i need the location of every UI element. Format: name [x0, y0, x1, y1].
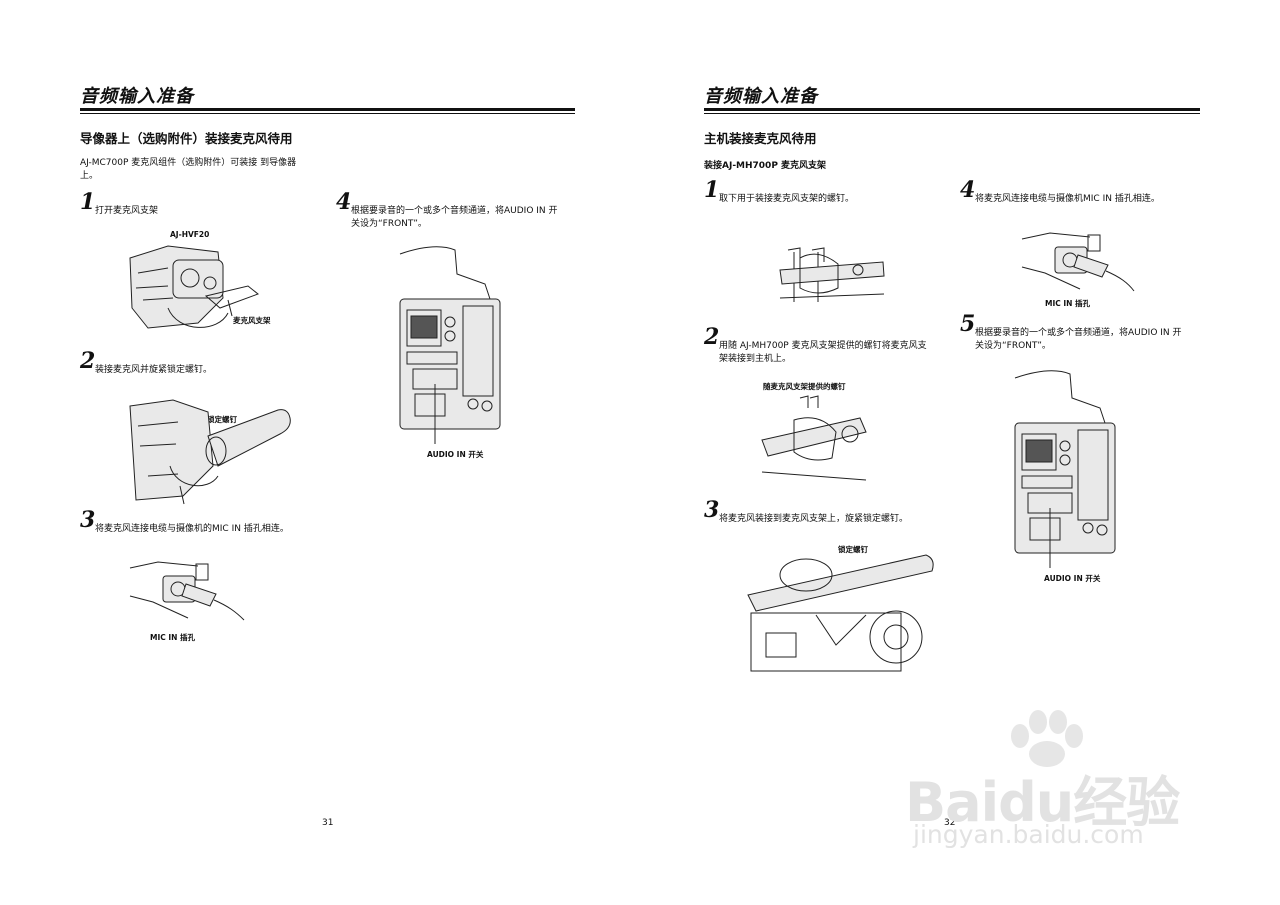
divider [704, 113, 1200, 114]
lock-screw-label: 锁定螺钉 [207, 415, 237, 424]
figure-attach-mic [129, 399, 291, 505]
step-1: 1 打开麦克风支架 [80, 191, 320, 225]
mic-holder-label: 麦克风支架 [233, 316, 271, 325]
figure-camera-side [1014, 370, 1116, 568]
step-number: 3 [704, 497, 720, 523]
step-text: 装接麦克风并旋紧锁定螺钉。 [95, 365, 213, 375]
mic-in-label: MIC IN 插孔 [1045, 299, 1091, 308]
figure-remove-screws [779, 247, 885, 302]
step-number: 4 [336, 189, 352, 215]
divider [80, 113, 575, 114]
figure-camera-side [399, 246, 501, 444]
left-page: 音频输入准备 导像器上（选购附件）装接麦克风待用 AJ-MC700P 麦克风组件… [80, 86, 581, 828]
step-text: 将麦克风装接到麦克风支架上，旋紧锁定螺钉。 [719, 514, 909, 524]
paw-icon [1011, 710, 1083, 767]
step-text: 用随 AJ-MH700P 麦克风支架提供的螺钉将麦克风支 架装接到主机上。 [719, 341, 927, 364]
page-number: 31 [322, 818, 334, 828]
step-text: 将麦克风连接电缆与摄像机MIC IN 插孔相连。 [975, 194, 1160, 204]
subheading: 导像器上（选购附件）装接麦克风待用 [80, 131, 293, 146]
right-page: 音频输入准备 主机装接麦克风待用 装接AJ-MH700P 麦克风支架 1 取下用… [640, 0, 1280, 905]
step-3: 3 将麦克风连接电缆与摄像机的MIC IN 插孔相连。 [80, 509, 340, 543]
subheading: 主机装接麦克风待用 [704, 131, 817, 146]
step-number: 2 [80, 348, 96, 374]
step-number: 1 [80, 189, 96, 215]
step-4: 4 根据要录音的一个或多个音频通道，将AUDIO IN 开 关设为“FRONT”… [336, 191, 581, 235]
step-2: 2 用随 AJ-MH700P 麦克风支架提供的螺钉将麦克风支 架装接到主机上。 [704, 326, 944, 370]
step-text: 打开麦克风支架 [95, 206, 159, 216]
subsubheading: 装接AJ-MH700P 麦克风支架 [704, 161, 827, 171]
step-4: 4 将麦克风连接电缆与摄像机MIC IN 插孔相连。 [960, 179, 1210, 213]
intro-text: AJ-MC700P 麦克风组件（选购附件）可装接 到导像器 上。 [80, 158, 297, 181]
model-label: AJ-HVF20 [170, 230, 210, 239]
step-number: 4 [960, 177, 976, 203]
divider [704, 108, 1200, 111]
step-text: 取下用于装接麦克风支架的螺钉。 [719, 194, 855, 204]
step-5: 5 根据要录音的一个或多个音频通道，将AUDIO IN 开 关设为“FRONT”… [960, 313, 1210, 357]
lock-screw-label: 锁定螺钉 [838, 545, 868, 554]
figure-open-holder [129, 245, 260, 329]
step-text: 将麦克风连接电缆与摄像机的MIC IN 插孔相连。 [95, 524, 289, 534]
figure-mount-mic [747, 554, 934, 672]
step-number: 3 [80, 507, 96, 533]
step-1: 1 取下用于装接麦克风支架的螺钉。 [704, 179, 944, 213]
watermark-main: Baidu经验 [905, 771, 1180, 834]
step-text: 根据要录音的一个或多个音频通道，将AUDIO IN 开 关设为“FRONT”。 [351, 206, 558, 229]
figure-mic-cable [1021, 232, 1135, 292]
mic-in-label: MIC IN 插孔 [150, 633, 196, 642]
step-text: 根据要录音的一个或多个音频通道，将AUDIO IN 开 关设为“FRONT”。 [975, 328, 1182, 351]
page-number: 32 [944, 818, 956, 828]
figure-attach-holder [761, 395, 867, 481]
supplied-screws-label: 随麦克风支架提供的螺钉 [763, 382, 846, 391]
audio-in-label: AUDIO IN 开关 [1044, 574, 1101, 583]
baidu-watermark: Baidu经验 jingyan.baidu.com [905, 708, 1205, 878]
figure-mic-cable [129, 561, 245, 621]
step-number: 2 [704, 324, 720, 350]
step-number: 5 [960, 311, 976, 337]
step-2: 2 装接麦克风并旋紧锁定螺钉。 [80, 350, 320, 384]
watermark-sub: jingyan.baidu.com [913, 820, 1144, 849]
audio-in-label: AUDIO IN 开关 [427, 450, 484, 459]
section-title: 音频输入准备 [80, 86, 194, 107]
step-3: 3 将麦克风装接到麦克风支架上，旋紧锁定螺钉。 [704, 499, 954, 533]
section-title: 音频输入准备 [704, 86, 818, 107]
divider [80, 108, 575, 111]
step-number: 1 [704, 177, 720, 203]
